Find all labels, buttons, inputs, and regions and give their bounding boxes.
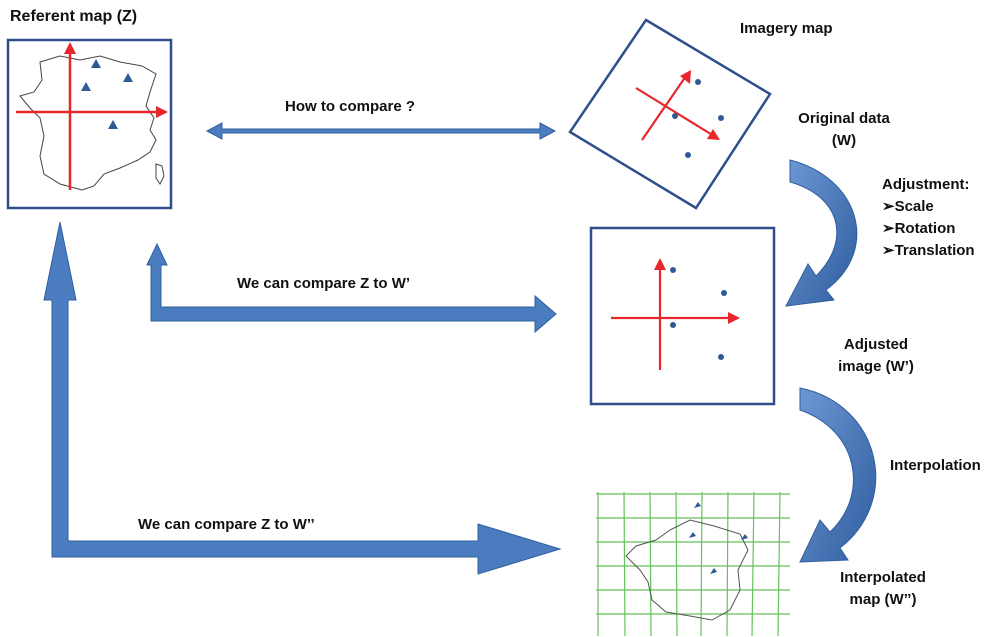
- compare-w-dprime-arrow: [43, 221, 562, 575]
- adjustment-list: Adjustment: ➢Scale ➢Rotation ➢Translatio…: [882, 174, 975, 262]
- referent-point-3: [123, 73, 133, 82]
- adjusted-image: [589, 226, 776, 406]
- interpolation-label: Interpolation: [890, 457, 981, 474]
- original-data-line2: (W): [831, 132, 857, 149]
- adjusted-line1: Adjusted: [843, 336, 909, 353]
- original-data-line1: Original data: [798, 110, 890, 127]
- interpolated-map-label: Interpolated map (W’’): [822, 567, 944, 611]
- adjustment-curved-arrow: [785, 159, 858, 307]
- interpolation-curved-arrow: [799, 387, 877, 563]
- interpolated-map: [596, 491, 790, 637]
- interpolated-line1: Interpolated: [840, 569, 926, 586]
- corsica-outline: [155, 163, 165, 185]
- adjusted-image-label: Adjusted image (W’): [826, 334, 926, 378]
- interpolated-line2: map (W’’): [849, 591, 917, 608]
- compare-w-prime-arrow: [146, 242, 557, 334]
- referent-map: [6, 38, 173, 210]
- compare-w-prime-label: We can compare Z to W’: [237, 275, 411, 292]
- how-to-compare-arrow: [205, 122, 557, 140]
- referent-point-2: [81, 82, 91, 91]
- how-to-compare-label: How to compare ?: [285, 98, 416, 115]
- adjustment-item-scale: ➢Scale: [882, 198, 934, 215]
- compare-w-dprime-label: We can compare Z to W’’: [138, 516, 315, 533]
- referent-point-1: [91, 59, 101, 68]
- adjustment-title: Adjustment:: [882, 176, 970, 193]
- adjustment-item-rotation: ➢Rotation: [882, 220, 956, 237]
- imagery-map: [568, 18, 772, 210]
- original-data-label: Original data (W): [785, 108, 903, 152]
- adjusted-line2: image (W’): [838, 358, 914, 375]
- imagery-map-title: Imagery map: [740, 20, 833, 37]
- referent-map-title: Referent map (Z): [10, 8, 138, 25]
- adjustment-item-translation: ➢Translation: [882, 242, 975, 259]
- referent-point-4: [108, 120, 118, 129]
